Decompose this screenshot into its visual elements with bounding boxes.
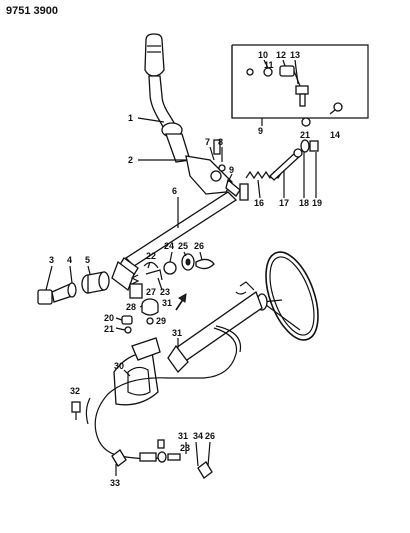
callout-29: 29 [156,316,166,326]
callout-3: 3 [49,255,54,265]
leader-lines [45,117,317,476]
cable-end-upper [215,325,242,353]
callout-27: 27 [146,287,156,297]
callout-17: 17 [279,198,289,208]
callout-28: 28 [126,302,136,312]
callout-11: 11 [264,60,274,70]
nut-19 [309,140,319,152]
callout-24: 24 [164,241,174,251]
callout-19: 19 [312,198,322,208]
linkage-cluster [121,253,215,334]
callout-labels: 1 2 6 7 8 9 9 10 11 12 13 14 21 16 17 18… [49,50,340,488]
callout-14: 14 [330,130,340,140]
cable-sheath [85,397,91,425]
callout-12: 12 [276,50,286,60]
callout-10: 10 [258,50,268,60]
washer-18 [300,139,310,153]
callout-33: 33 [110,478,120,488]
callout-9-inset: 9 [258,126,263,136]
callout-1: 1 [128,113,133,123]
callout-31-lower: 31 [178,431,188,441]
callout-25: 25 [178,241,188,251]
callout-16: 16 [254,198,264,208]
callout-26-lower: 26 [205,431,215,441]
callout-13: 13 [290,50,300,60]
bolt-14 [333,102,343,112]
callout-22: 22 [146,251,156,261]
callout-26-upper: 26 [194,241,204,251]
cable-end-lower [111,439,213,479]
nut-21 [301,117,311,127]
callout-31-mid: 31 [172,328,182,338]
bolt-3 [37,283,73,305]
callout-7: 7 [205,137,210,147]
bracket-32 [71,401,81,420]
callout-20: 20 [104,313,114,323]
callout-21-lower: 21 [104,324,114,334]
callout-4: 4 [67,255,72,265]
shift-lever [144,33,191,163]
steering-wheel [256,251,319,341]
arrow-head [178,293,187,303]
callout-30: 30 [114,361,124,371]
bushing-5 [81,271,110,294]
callout-6: 6 [172,186,177,196]
callout-5: 5 [85,255,90,265]
callout-8: 8 [218,137,223,147]
diagram-code: 9751 3900 [6,5,58,17]
callout-32: 32 [70,386,80,396]
callout-34: 34 [193,431,203,441]
rod-17 [269,148,303,181]
callout-23-lower: 23 [180,443,190,453]
callout-9-main: 9 [229,165,234,175]
washer-4 [67,282,77,298]
callout-21-inset: 21 [300,130,310,140]
callout-2: 2 [128,155,133,165]
steering-column [167,281,263,374]
callout-31-upper: 31 [162,298,172,308]
lever-base [185,139,249,201]
inset-detail [231,44,369,119]
callout-23-upper: 23 [160,287,170,297]
floor-plate [113,337,161,406]
callout-18: 18 [299,198,309,208]
